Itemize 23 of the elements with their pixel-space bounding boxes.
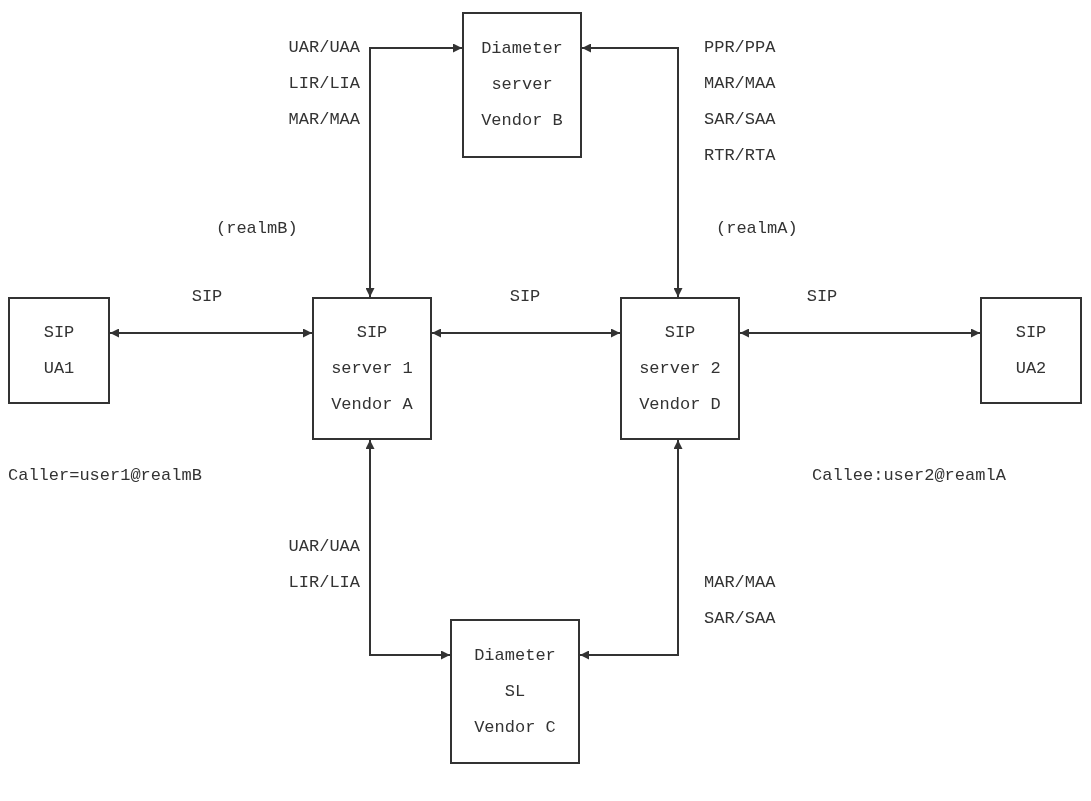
process-box	[620, 297, 740, 440]
arrow	[431, 328, 621, 338]
node-label: Diameter server Vendor B	[480, 38, 564, 132]
arrow	[365, 43, 463, 298]
arrow	[739, 328, 981, 338]
process-box	[980, 297, 1082, 404]
arrow	[581, 43, 683, 298]
node-label: SIP UA2	[1014, 321, 1048, 380]
arrow	[579, 439, 683, 660]
process-box	[462, 12, 582, 158]
node-label: SIP server 1 Vendor A	[330, 321, 414, 416]
process-box	[312, 297, 432, 440]
note-label: (realmB)	[216, 218, 298, 240]
arrow	[365, 439, 451, 660]
node-label: Diameter SL Vendor C	[473, 644, 557, 739]
process-box	[8, 297, 110, 404]
node-label: SIP server 2 Vendor D	[638, 321, 722, 416]
process-box	[450, 619, 580, 764]
note-label: Caller=user1@realmB	[8, 465, 202, 487]
node-label: SIP UA1	[42, 321, 76, 380]
note-label: Callee:user2@reamlA	[812, 465, 1006, 487]
arrow	[109, 328, 313, 338]
note-label: (realmA)	[716, 218, 798, 240]
